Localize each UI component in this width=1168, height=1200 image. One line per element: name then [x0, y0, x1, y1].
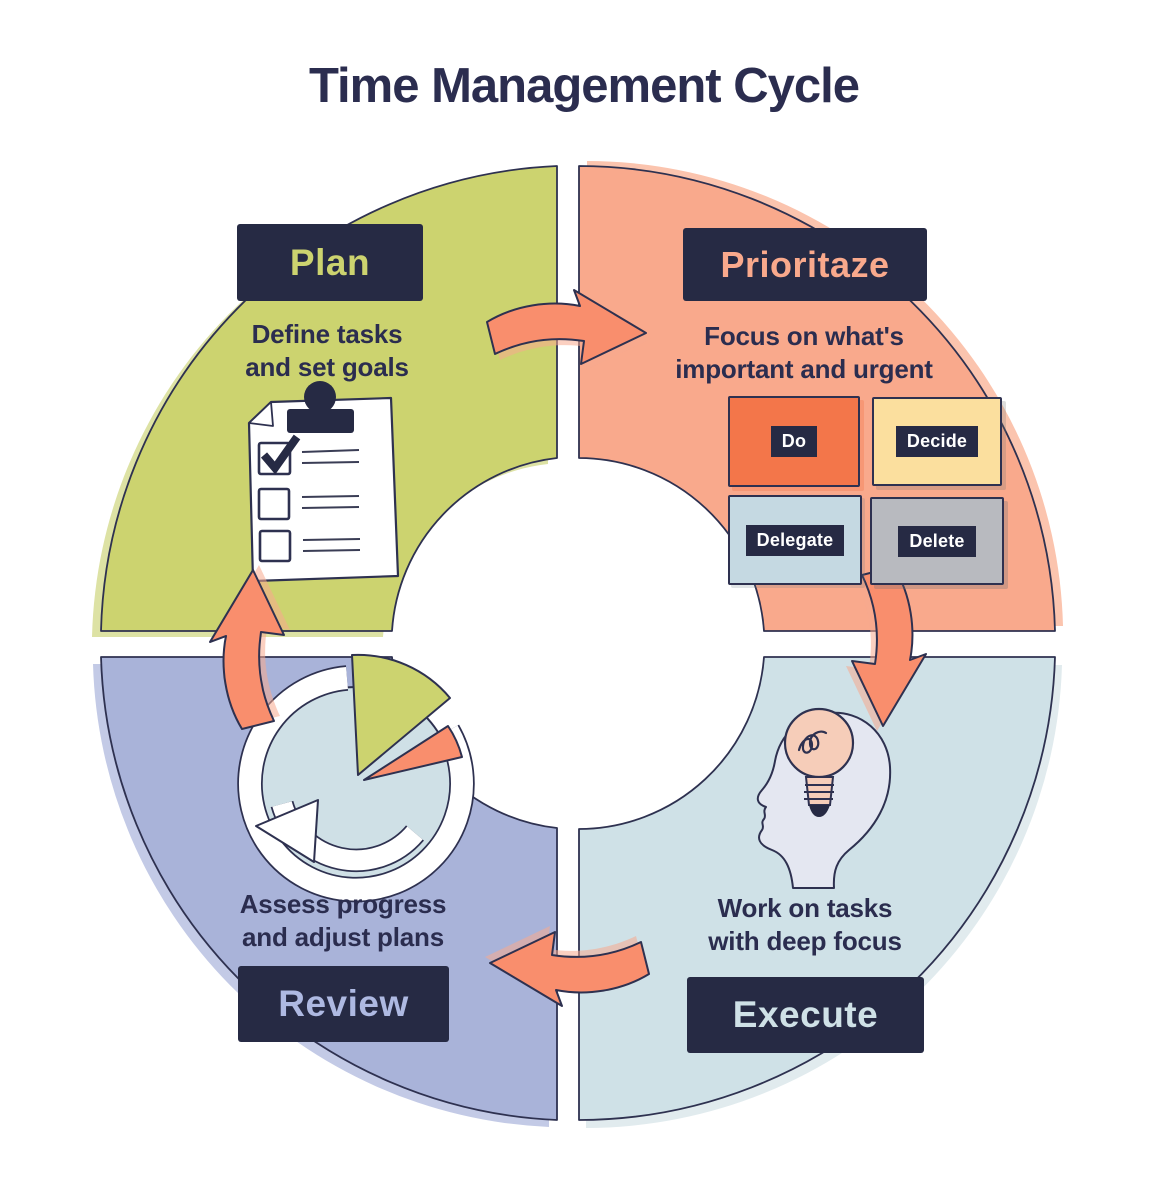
matrix-chip-decide: Decide	[895, 426, 979, 457]
lightbulb-base-threads	[804, 784, 834, 800]
matrix-box-decide: Decide	[872, 397, 1002, 486]
review-label-text: Review	[278, 983, 409, 1024]
plan-label-text: Plan	[289, 241, 371, 283]
clipboard-clip	[287, 409, 354, 433]
head-lightbulb-icon	[756, 707, 892, 889]
prioritize-label-text: Prioritaze	[720, 243, 890, 285]
clipboard-paper-fold	[248, 401, 274, 427]
clipboard-clip-knob	[304, 381, 336, 413]
pie-slice-green	[351, 653, 451, 776]
matrix-box-do: Do	[728, 396, 860, 487]
decide-label: Decide	[906, 431, 968, 451]
execute-label: Execute	[687, 977, 924, 1053]
refresh-arrowhead-icon	[255, 799, 319, 863]
prioritize-label: Prioritaze	[683, 228, 927, 301]
checkbox-empty-2	[258, 529, 292, 563]
lightbulb-filament	[797, 730, 828, 754]
checkbox-empty-1	[257, 487, 291, 521]
matrix-chip-do: Do	[770, 426, 818, 457]
do-label: Do	[781, 431, 807, 451]
prioritize-description: Focus on what's important and urgent	[675, 321, 933, 385]
lightbulb-cap	[809, 805, 830, 817]
checklist-clipboard-icon	[247, 381, 400, 583]
execute-label-text: Execute	[732, 994, 879, 1035]
plan-description: Define tasks and set goals	[245, 319, 409, 383]
pie-slice-orange	[363, 725, 463, 781]
delete-label: Delete	[909, 530, 965, 551]
checklist-lines	[301, 449, 361, 552]
matrix-box-delegate: Delegate	[728, 495, 862, 585]
review-description: Assess progress and adjust plans	[239, 889, 447, 953]
matrix-chip-delete: Delete	[898, 525, 976, 557]
page-title: Time Management Cycle	[309, 59, 860, 113]
review-label: Review	[238, 966, 449, 1042]
matrix-box-delete: Delete	[870, 497, 1004, 585]
delegate-label: Delegate	[756, 529, 834, 550]
matrix-chip-delegate: Delegate	[745, 524, 845, 556]
execute-description: Work on tasks with deep focus	[708, 893, 902, 957]
plan-label: Plan	[237, 224, 423, 301]
checkmark-icon	[260, 434, 301, 475]
checkbox-checked	[257, 441, 292, 476]
